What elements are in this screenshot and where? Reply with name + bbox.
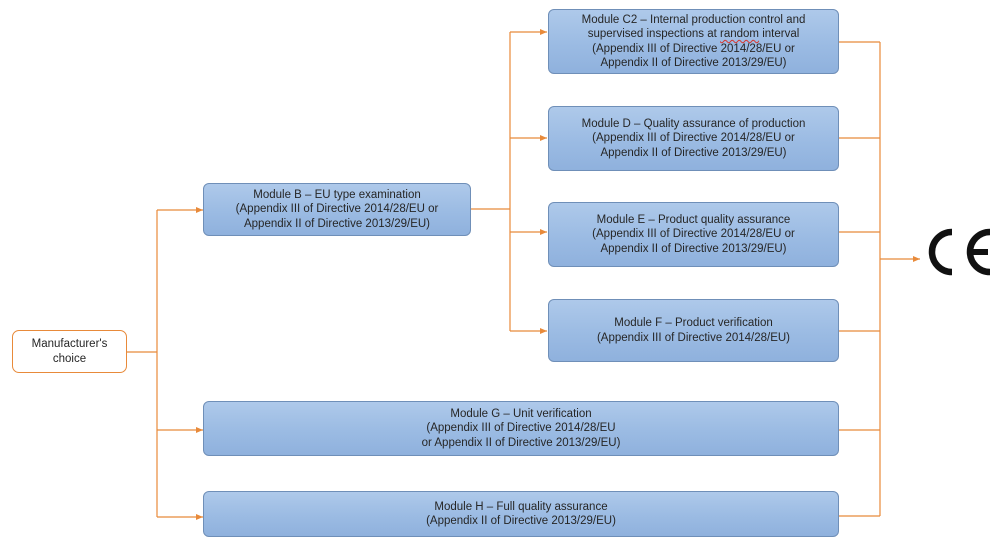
module-f-line-2: (Appendix III of Directive 2014/28/EU)	[596, 331, 791, 344]
module-e-title: Module E – Product quality assurance	[596, 213, 791, 226]
module-f-title: Module F – Product verification	[614, 317, 773, 329]
module-g-line-3: or Appendix II of Directive 2013/29/EU)	[421, 436, 621, 449]
module-b-line-3: Appendix II of Directive 2013/29/EU)	[243, 217, 431, 230]
ce-mark-icon	[928, 228, 991, 276]
module-h-title: Module H – Full quality assurance	[434, 500, 608, 513]
module-c2-line-4: Appendix II of Directive 2013/29/EU)	[600, 57, 787, 69]
module-e-box: Module E – Product quality assurance (Ap…	[548, 202, 839, 267]
module-h-box: Module H – Full quality assurance (Appen…	[203, 491, 839, 537]
module-e-line-2: (Appendix III of Directive 2014/28/EU or	[592, 228, 795, 241]
module-c2-line-2c: interval	[759, 28, 800, 40]
module-d-title: Module D – Quality assurance of producti…	[581, 117, 806, 130]
manufacturers-choice-box: Manufacturer's choice	[12, 330, 127, 373]
start-line-1: Manufacturer's	[31, 338, 108, 350]
module-g-title: Module G – Unit verification	[450, 407, 592, 420]
module-c2-box: Module C2 – Internal production control …	[548, 9, 839, 74]
module-c2-line-2: supervised inspections at random interva…	[588, 27, 800, 42]
module-b-title: Module B – EU type examination	[253, 188, 421, 201]
module-g-box: Module G – Unit verification (Appendix I…	[203, 401, 839, 456]
module-c2-line-3: (Appendix III of Directive 2014/28/EU or	[592, 42, 795, 55]
module-d-line-3: Appendix II of Directive 2013/29/EU)	[600, 146, 787, 159]
module-g-line-2: (Appendix III of Directive 2014/28/EU	[426, 422, 616, 435]
module-e-line-3: Appendix II of Directive 2013/29/EU)	[600, 242, 787, 255]
module-d-box: Module D – Quality assurance of producti…	[548, 106, 839, 171]
module-b-box: Module B – EU type examination (Appendix…	[203, 183, 471, 236]
module-c2-title: Module C2 – Internal production control …	[581, 13, 806, 26]
module-b-line-2: (Appendix III of Directive 2014/28/EU or	[235, 203, 439, 216]
module-h-line-2: (Appendix II of Directive 2013/29/EU)	[426, 515, 616, 527]
module-c2-line-2a: supervised inspections at	[587, 28, 721, 40]
start-line-2: choice	[52, 352, 87, 365]
module-f-box: Module F – Product verification (Appendi…	[548, 299, 839, 362]
module-d-line-2: (Appendix III of Directive 2014/28/EU or	[592, 132, 795, 145]
module-c2-line-2b: random	[720, 28, 760, 40]
